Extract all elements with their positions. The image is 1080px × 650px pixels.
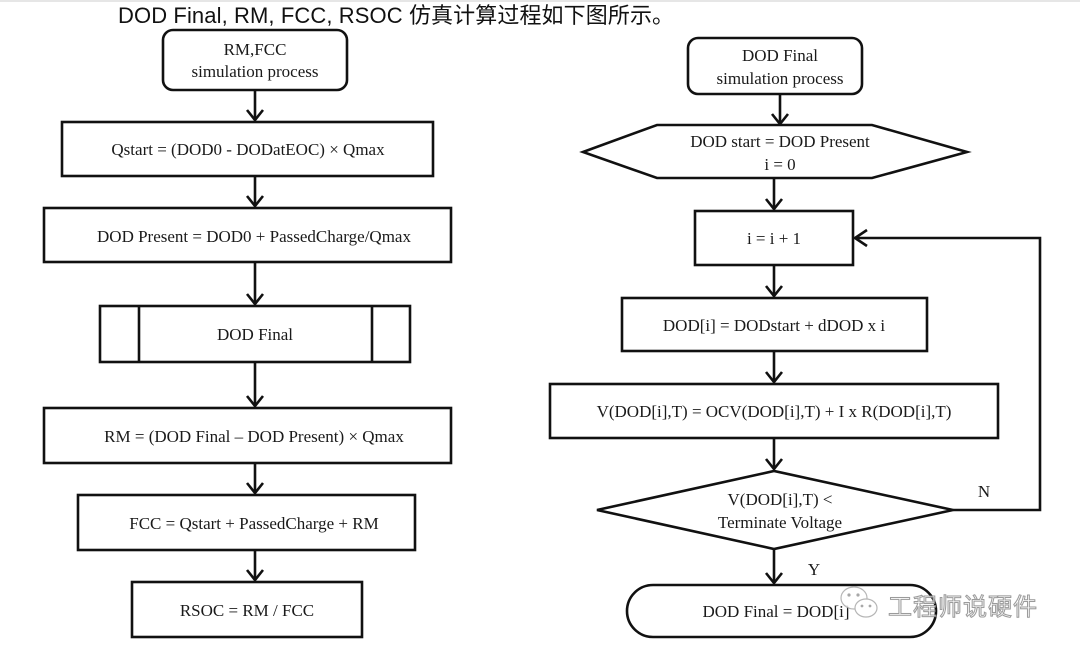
top-border bbox=[0, 0, 1080, 2]
arrow-down-icon bbox=[245, 109, 265, 123]
right-start-line2: simulation process bbox=[716, 69, 843, 88]
rm-formula: RM = (DOD Final – DOD Present) × Qmax bbox=[104, 427, 404, 446]
watermark-text: 工程师说硬件 bbox=[888, 592, 1038, 621]
arrow-down-icon bbox=[764, 198, 784, 212]
fcc-process: FCC = Qstart + PassedCharge + RM bbox=[76, 493, 417, 552]
dod-step-process: DOD[i] = DODstart + dDOD x i bbox=[620, 296, 929, 353]
arrow-down-icon bbox=[764, 458, 784, 472]
decision-line2: Terminate Voltage bbox=[718, 513, 842, 532]
yes-label: Y bbox=[808, 560, 820, 579]
no-label: N bbox=[978, 482, 990, 501]
arrow-down-icon bbox=[764, 285, 784, 299]
voltage-formula: V(DOD[i],T) = OCV(DOD[i],T) + I x R(DOD[… bbox=[597, 402, 952, 421]
arrow-down-icon bbox=[245, 482, 265, 496]
arrow-down-icon bbox=[245, 293, 265, 307]
end-label: DOD Final = DOD[i] bbox=[703, 602, 850, 621]
watermark: 工程师说硬件 bbox=[838, 584, 1038, 624]
increment-formula: i = i + 1 bbox=[747, 229, 801, 248]
increment-process: i = i + 1 bbox=[693, 209, 855, 267]
voltage-decision: V(DOD[i],T) < Terminate Voltage bbox=[596, 469, 954, 551]
left-start-line1: RM,FCC bbox=[224, 40, 287, 59]
init-line2: i = 0 bbox=[764, 155, 795, 174]
left-start-line2: simulation process bbox=[191, 62, 318, 81]
arrow-down-icon bbox=[245, 395, 265, 409]
qstart-process: Qstart = (DOD0 - DODatEOC) × Qmax bbox=[60, 120, 435, 178]
arrow-down-icon bbox=[245, 569, 265, 583]
page-title: DOD Final, RM, FCC, RSOC 仿真计算过程如下图所示。 bbox=[118, 3, 675, 28]
right-flowchart: DOD Final simulation process DOD start =… bbox=[548, 36, 1042, 639]
arrow-down-icon bbox=[764, 371, 784, 385]
arrow-down-icon bbox=[764, 572, 784, 586]
no-loop-connector bbox=[857, 236, 1042, 512]
fcc-formula: FCC = Qstart + PassedCharge + RM bbox=[129, 514, 378, 533]
dod-final-subprocess-label: DOD Final bbox=[217, 325, 293, 344]
rsoc-formula: RSOC = RM / FCC bbox=[180, 601, 314, 620]
right-start-terminal: DOD Final simulation process bbox=[686, 36, 864, 96]
arrow-left-icon bbox=[852, 228, 868, 248]
right-start-line1: DOD Final bbox=[742, 46, 818, 65]
left-start-terminal: RM,FCC simulation process bbox=[161, 28, 349, 92]
rsoc-process: RSOC = RM / FCC bbox=[130, 580, 364, 639]
init-preparation: DOD start = DOD Present i = 0 bbox=[579, 123, 972, 180]
dod-present-process: DOD Present = DOD0 + PassedCharge/Qmax bbox=[42, 206, 453, 264]
voltage-process: V(DOD[i],T) = OCV(DOD[i],T) + I x R(DOD[… bbox=[548, 382, 1000, 440]
wechat-icon bbox=[840, 586, 878, 618]
dod-present-formula: DOD Present = DOD0 + PassedCharge/Qmax bbox=[97, 227, 411, 246]
qstart-formula: Qstart = (DOD0 - DODatEOC) × Qmax bbox=[111, 140, 385, 159]
dod-step-formula: DOD[i] = DODstart + dDOD x i bbox=[663, 316, 885, 335]
dod-final-subprocess: DOD Final bbox=[98, 304, 412, 364]
left-flowchart: RM,FCC simulation process Qstart = (DOD0… bbox=[42, 28, 453, 639]
init-line1: DOD start = DOD Present bbox=[690, 132, 870, 151]
rm-process: RM = (DOD Final – DOD Present) × Qmax bbox=[42, 406, 453, 465]
arrow-down-icon bbox=[245, 195, 265, 209]
decision-line1: V(DOD[i],T) < bbox=[728, 490, 833, 509]
